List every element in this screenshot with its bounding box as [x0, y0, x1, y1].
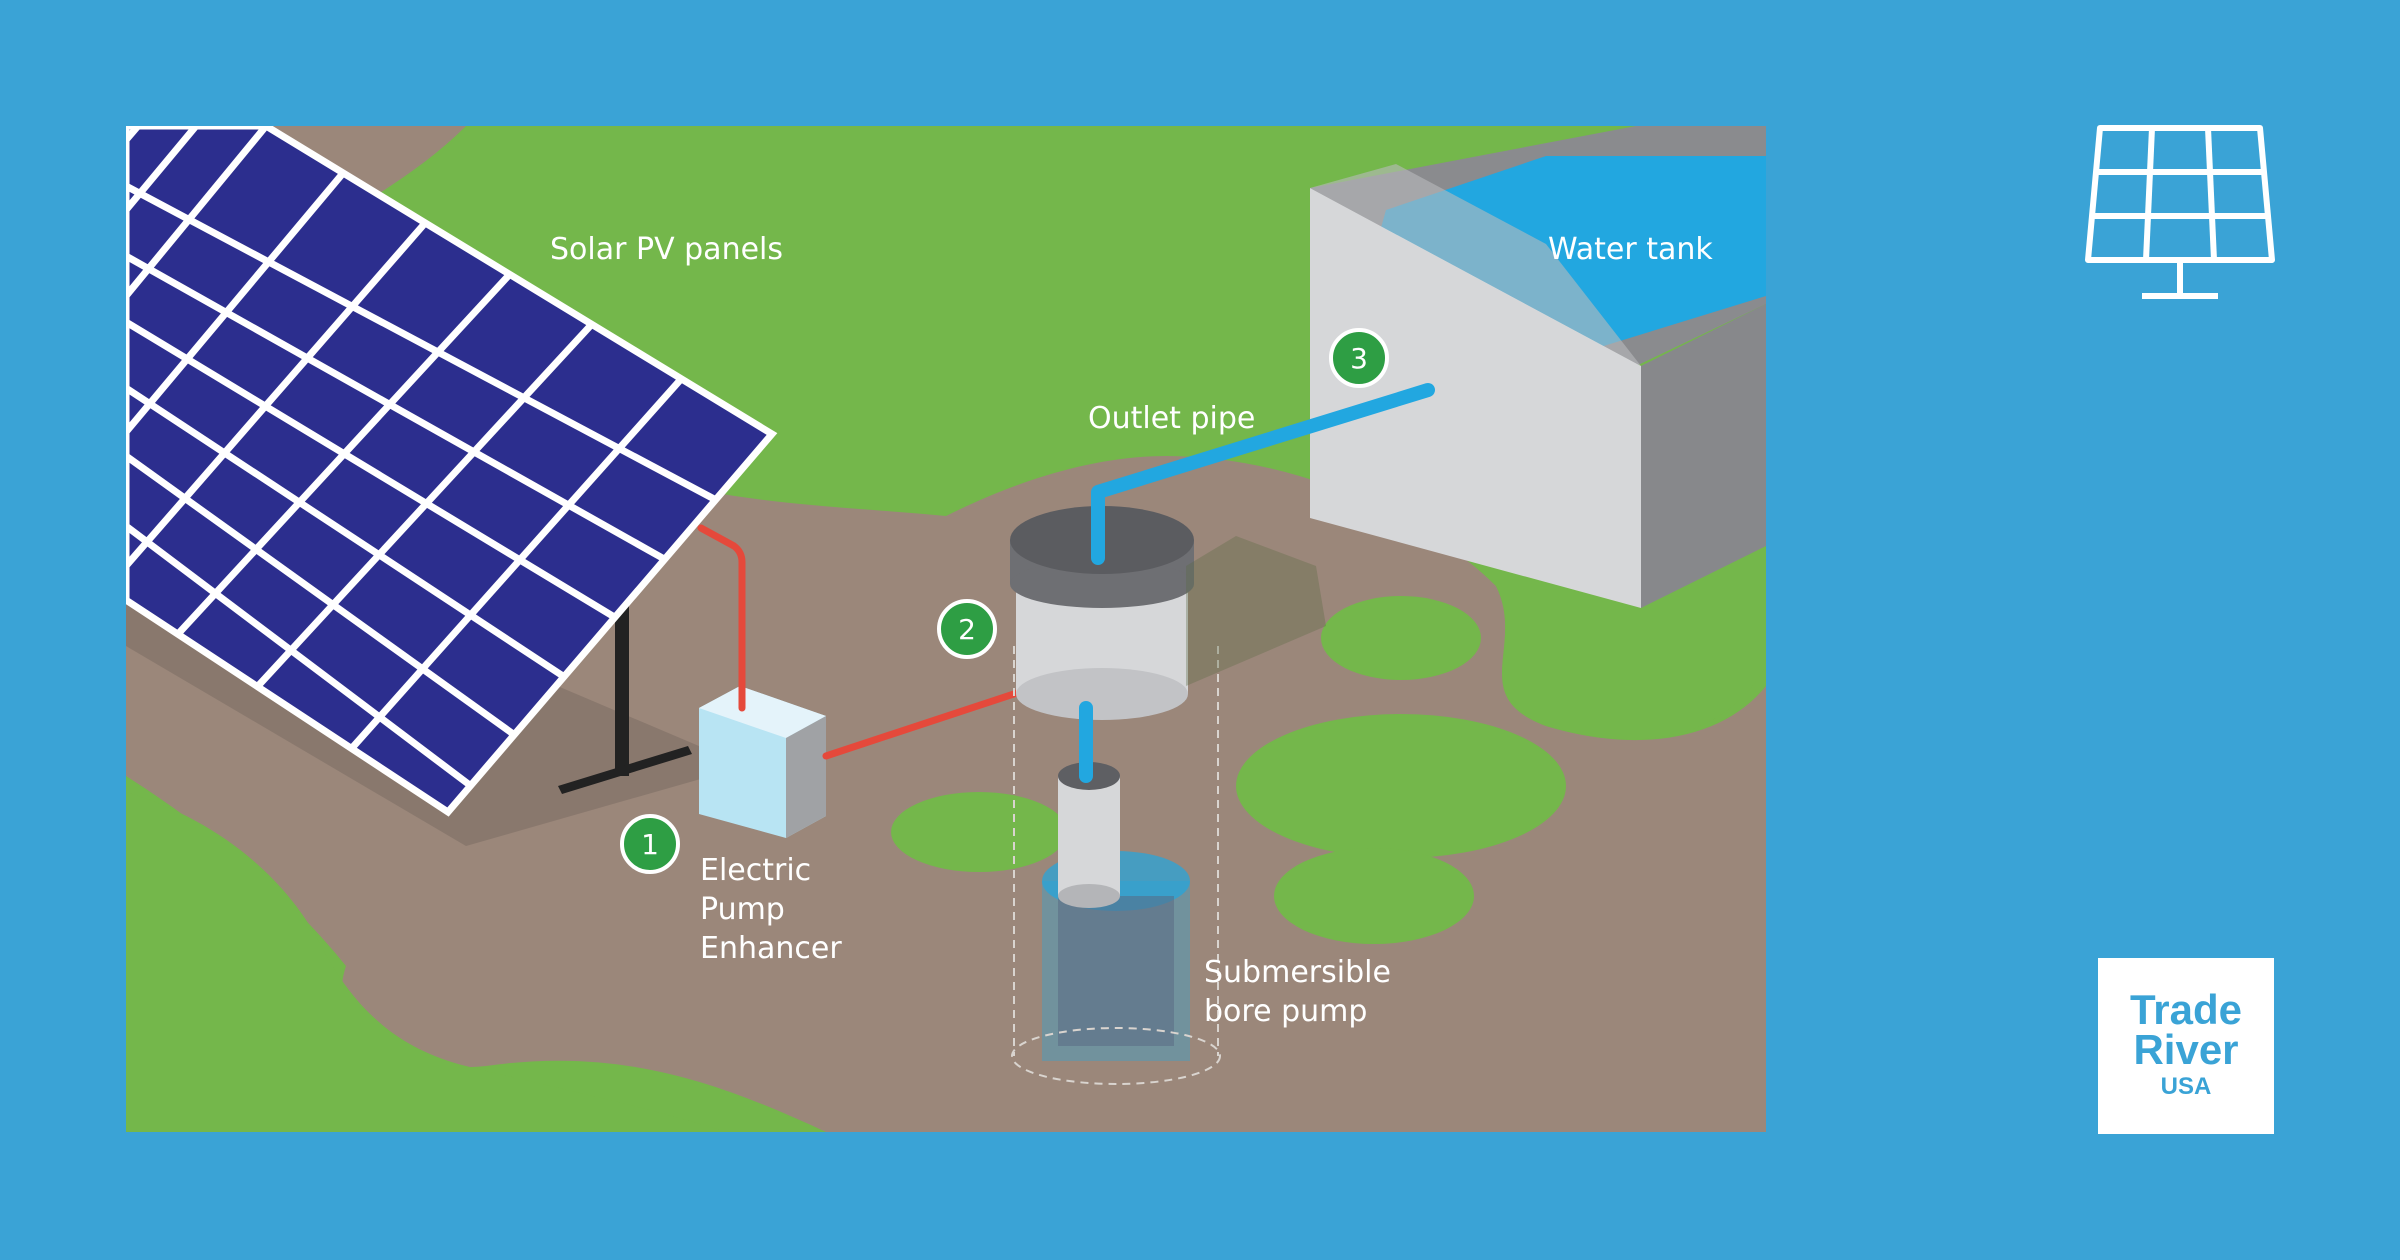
- bore-pump: [1058, 762, 1120, 908]
- svg-text:1: 1: [641, 828, 659, 861]
- outlet-pipe: [1079, 383, 1435, 783]
- grass-patch: [1274, 848, 1474, 944]
- label-pump-enhancer-2: Pump: [700, 892, 785, 927]
- grass-patch: [1236, 714, 1566, 858]
- label-water-tank: Water tank: [1548, 232, 1713, 267]
- svg-text:2: 2: [958, 613, 976, 646]
- label-bore-pump-1: Submersible: [1204, 955, 1391, 990]
- logo-line-trade: Trade: [2129, 986, 2243, 1033]
- grass-patch: [891, 792, 1067, 872]
- wellhead-shadow: [1186, 536, 1326, 686]
- panel-stand: [558, 606, 692, 794]
- trade-river-logo: Trade River USA: [2098, 958, 2274, 1134]
- pump-enhancer-box: [699, 686, 826, 838]
- grass-patch: [1321, 596, 1481, 680]
- label-pump-enhancer-3: Enhancer: [700, 931, 842, 966]
- grass-bottom-left: [126, 792, 726, 1132]
- svg-text:3: 3: [1350, 342, 1368, 375]
- bore-hole: [1011, 646, 1221, 1085]
- badge-1: 1: [620, 814, 680, 874]
- label-solar-panels: Solar PV panels: [550, 232, 783, 267]
- water-tank: [1310, 126, 1766, 608]
- solar-panel-icon: [2085, 125, 2275, 299]
- label-bore-pump-2: bore pump: [1204, 994, 1367, 1029]
- solar-panels: [126, 126, 778, 817]
- badge-2: 2: [937, 599, 997, 659]
- solar-pump-diagram: Solar PV panels Water tank Outlet pipe E…: [126, 126, 1766, 1132]
- label-outlet-pipe: Outlet pipe: [1088, 401, 1255, 436]
- logo-line-usa: USA: [2160, 1073, 2212, 1100]
- logo-line-river: River: [2133, 1026, 2239, 1073]
- label-pump-enhancer-1: Electric: [700, 853, 811, 888]
- badge-3: 3: [1329, 328, 1389, 388]
